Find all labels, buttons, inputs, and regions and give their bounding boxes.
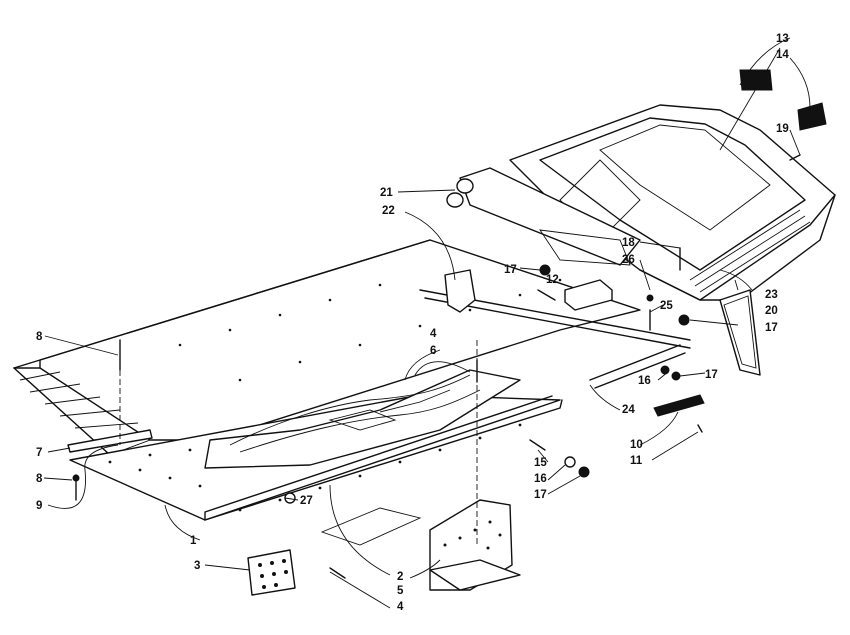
callout-6: 6: [430, 345, 436, 357]
callout-26: 26: [622, 254, 635, 266]
bracket-plate-2: [429, 499, 521, 591]
callout-24: 24: [622, 404, 635, 416]
callout-11: 11: [630, 455, 643, 467]
callout-2: 2: [397, 571, 403, 583]
reflector-14: [797, 102, 827, 131]
callout-22: 22: [382, 205, 395, 217]
callout-19: 19: [776, 123, 789, 135]
callout-13: 13: [776, 33, 789, 45]
callout-16-left: 16: [534, 473, 547, 485]
callout-18: 18: [622, 237, 635, 249]
callout-20: 20: [765, 305, 778, 317]
callout-labels: 8 7 8 9 1 3 2 5 4 27 4 6 21 22 17 12 18 …: [36, 33, 789, 613]
callout-17-bottom: 17: [534, 489, 547, 501]
fasteners: [72, 154, 801, 579]
hitch-bar: [446, 167, 641, 266]
callout-17-right: 17: [765, 322, 778, 334]
callout-7: 7: [36, 447, 42, 459]
callout-9: 9: [36, 500, 42, 512]
footrest-plate: [204, 369, 521, 469]
callout-3: 3: [194, 560, 200, 572]
bracket-25: [564, 279, 613, 311]
grip-pad: [320, 507, 422, 546]
bracket-22: [444, 269, 476, 313]
callout-14: 14: [776, 49, 789, 61]
callout-5: 5: [397, 585, 404, 597]
callout-10: 10: [630, 439, 643, 451]
callout-21: 21: [380, 187, 393, 199]
callout-4-bottom: 4: [397, 601, 404, 613]
callout-27: 27: [300, 495, 313, 507]
callout-16-right: 16: [638, 375, 651, 387]
callout-8-bottom: 8: [36, 473, 43, 485]
callout-25: 25: [660, 300, 673, 312]
callout-15: 15: [534, 457, 547, 469]
callout-4-top: 4: [430, 328, 437, 340]
callout-17-mid: 17: [705, 369, 718, 381]
leader-lines: [43, 37, 811, 609]
reflector-10: [653, 394, 705, 417]
callout-23: 23: [765, 289, 778, 301]
rear-bumper-rack: [509, 104, 836, 376]
callout-8-top: 8: [36, 331, 43, 343]
bracket-7: [67, 429, 153, 453]
callout-12: 12: [546, 274, 559, 286]
callout-17-left: 17: [504, 264, 517, 276]
reflector-13: [739, 69, 773, 91]
callout-1: 1: [190, 535, 197, 547]
plate-3: [247, 549, 296, 596]
